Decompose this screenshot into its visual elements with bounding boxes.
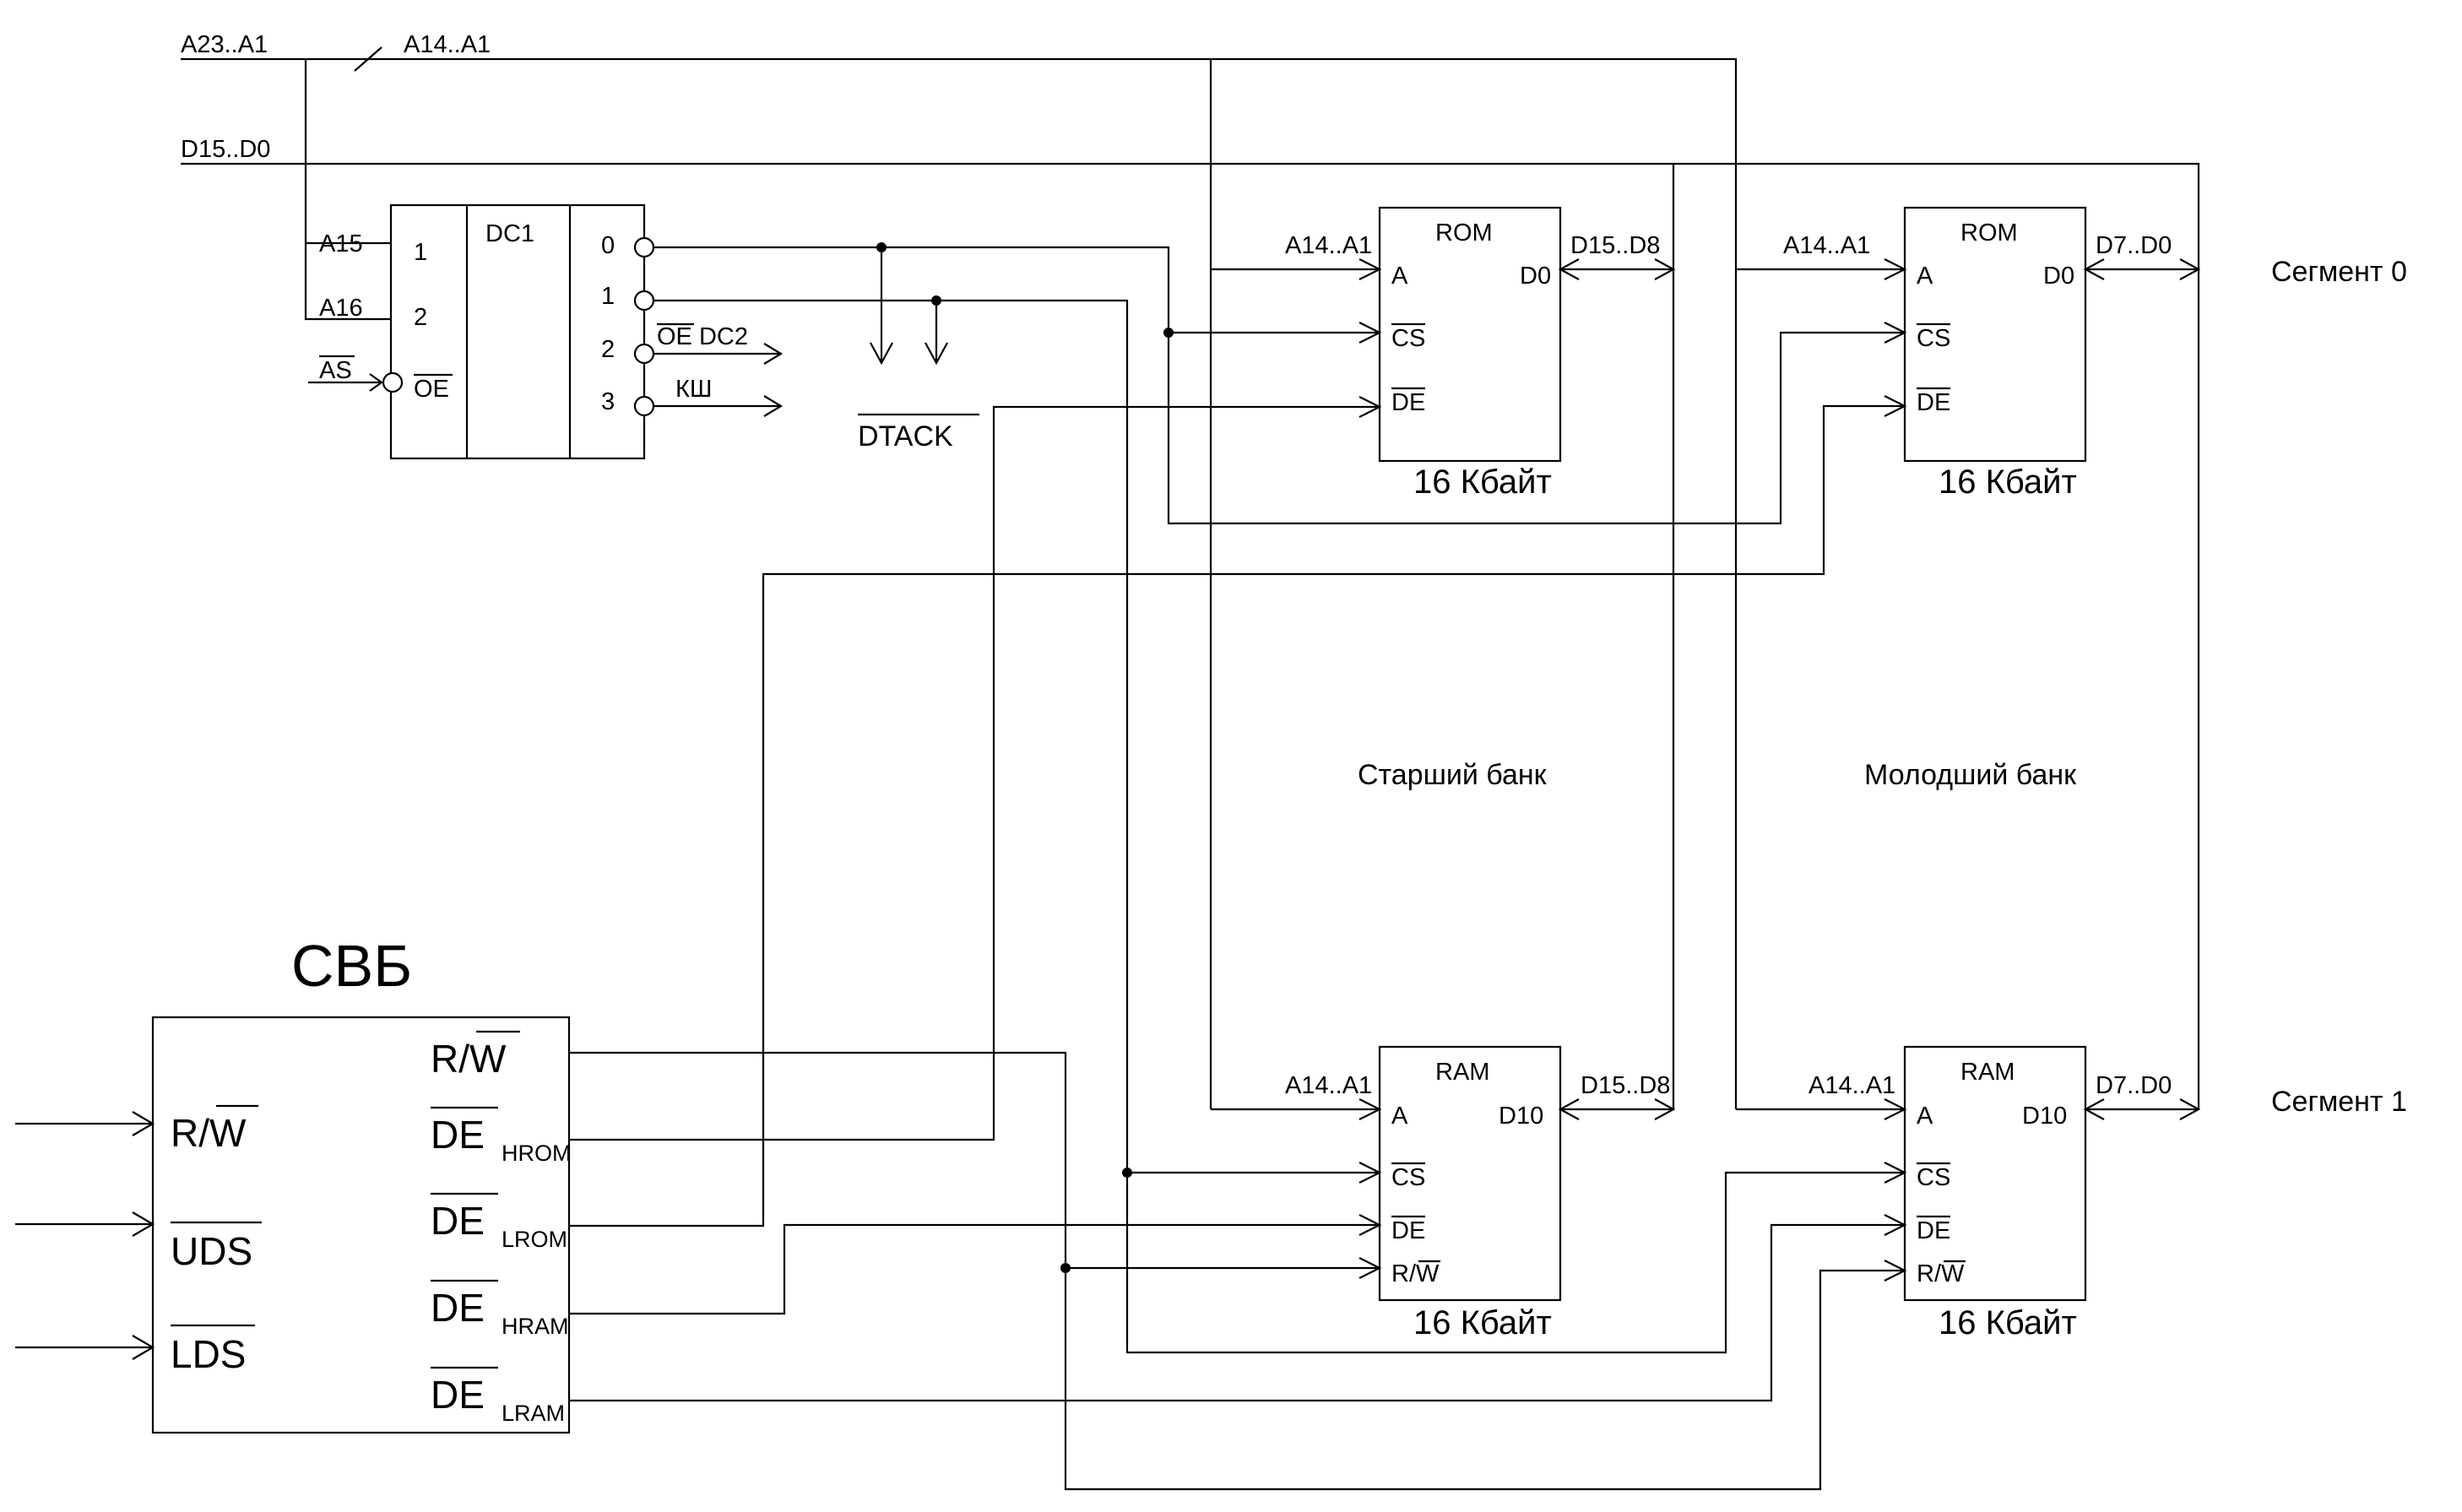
as-signal: AS (319, 357, 352, 384)
segment-0-label: Сегмент 0 (2271, 256, 2407, 288)
ram-low-a-pin: A (1917, 1103, 1933, 1130)
address-bus: A23..A1 A14..A1 (181, 31, 1905, 1111)
data-bus: D15..D0 (181, 136, 2200, 1109)
decoder-out1-label: 1 (601, 283, 615, 310)
address-tap-label: A14..A1 (404, 31, 491, 58)
rom-high-a-pin: A (1391, 263, 1408, 290)
rom-low-size: 16 Кбайт (1939, 463, 2077, 501)
ram-low-bus-label: D7..D0 (2096, 1072, 2172, 1099)
ram-low-type: RAM (1960, 1059, 2015, 1086)
rom-low-type: ROM (1960, 219, 2018, 247)
rom-high-de-pin: DE (1391, 389, 1425, 416)
ram-low-de-pin: DE (1917, 1217, 1950, 1244)
dtack-signal: DTACK (858, 420, 953, 453)
ram-high-cs-pin: CS (1391, 1164, 1425, 1191)
rom-low-cs-pin: CS (1917, 325, 1950, 352)
decoder-out0-label: 0 (601, 232, 615, 259)
high-bank-label: Старший банк (1358, 759, 1548, 791)
ram-high-rw-pin: R/W (1391, 1260, 1440, 1287)
oe-dc2-signal: OE DC2 (657, 323, 748, 350)
decoder-dc1: DC1 1 2 OE A15 A16 AS 0 1 2 3 OE DC2 КШ (308, 203, 784, 460)
segment-1-label: Сегмент 1 (2271, 1086, 2407, 1118)
rom-high-addr-label: A14..A1 (1285, 232, 1372, 259)
svb-sub-hram: HRAM (502, 1314, 569, 1339)
rom-low-addr-label: A14..A1 (1783, 232, 1870, 259)
rom-high-size: 16 Кбайт (1413, 463, 1552, 501)
svb-out-rw: R/W (431, 1037, 507, 1081)
rom-low-chip: ROM A D0 CS DE A14..A1 D7..D0 16 Кбайт (1783, 206, 2201, 501)
rom-high-d-pin: D0 (1520, 263, 1551, 290)
ksh-signal: КШ (675, 376, 712, 403)
decoder-wiring: DTACK (653, 242, 1905, 1354)
decoder-in2-label: 2 (414, 304, 427, 331)
svb-sub-hrom: HROM (502, 1141, 572, 1166)
svb-sub-lrom: LROM (502, 1227, 567, 1252)
ram-high-d-pin: D10 (1499, 1103, 1543, 1130)
rom-high-type: ROM (1435, 219, 1493, 247)
rom-low-bus-label: D7..D0 (2096, 232, 2172, 259)
decoder-out2-label: 2 (601, 336, 615, 363)
decoder-out3-label: 3 (601, 388, 615, 415)
svb-de-hrom: DE (431, 1113, 485, 1157)
ram-low-chip: RAM A D10 CS DE R/W A14..A1 D7..D0 16 Кб… (1809, 1045, 2201, 1341)
ram-high-chip: RAM A D10 CS DE R/W A14..A1 D15..D8 16 К… (1285, 1045, 1676, 1341)
rom-high-bus-label: D15..D8 (1570, 232, 1660, 259)
a15-signal: A15 (319, 230, 363, 257)
ram-low-size: 16 Кбайт (1939, 1304, 2077, 1341)
ram-low-addr-label: A14..A1 (1809, 1072, 1895, 1099)
ram-low-rw-pin: R/W (1917, 1260, 1965, 1287)
ram-low-d-pin: D10 (2022, 1103, 2067, 1130)
rom-low-a-pin: A (1917, 263, 1933, 290)
svb-in-rw: R/W (171, 1111, 247, 1155)
decoder-title: DC1 (485, 220, 534, 247)
ram-high-de-pin: DE (1391, 1217, 1425, 1244)
ram-high-type: RAM (1435, 1059, 1489, 1086)
low-bank-label: Молодший банк (1864, 759, 2077, 791)
svb-block: СВБ R/W UDS LDS R/W DE HROM DE LROM DE H… (15, 933, 572, 1434)
ram-high-size: 16 Кбайт (1413, 1304, 1552, 1341)
rom-high-cs-pin: CS (1391, 325, 1425, 352)
svb-title: СВБ (291, 933, 412, 999)
svb-in-lds: LDS (171, 1332, 246, 1376)
svb-de-lrom: DE (431, 1199, 485, 1243)
rom-low-de-pin: DE (1917, 389, 1950, 416)
svb-sub-lram: LRAM (502, 1401, 565, 1426)
address-bus-label: A23..A1 (181, 31, 268, 58)
ram-high-addr-label: A14..A1 (1285, 1072, 1372, 1099)
data-bus-label: D15..D0 (181, 136, 270, 163)
rom-high-chip: ROM A D0 CS DE A14..A1 D15..D8 16 Кбайт (1285, 206, 1676, 501)
svb-de-hram: DE (431, 1286, 485, 1330)
rom-low-d-pin: D0 (2043, 263, 2074, 290)
ram-high-a-pin: A (1391, 1103, 1408, 1130)
ram-low-cs-pin: CS (1917, 1164, 1950, 1191)
decoder-in1-label: 1 (414, 239, 427, 266)
svb-in-uds: UDS (171, 1229, 252, 1273)
decoder-enable-label: OE (414, 376, 449, 403)
svb-wiring (569, 404, 1905, 1491)
a16-signal: A16 (319, 295, 363, 322)
ram-high-bus-label: D15..D8 (1581, 1072, 1670, 1099)
svb-de-lram: DE (431, 1373, 485, 1417)
